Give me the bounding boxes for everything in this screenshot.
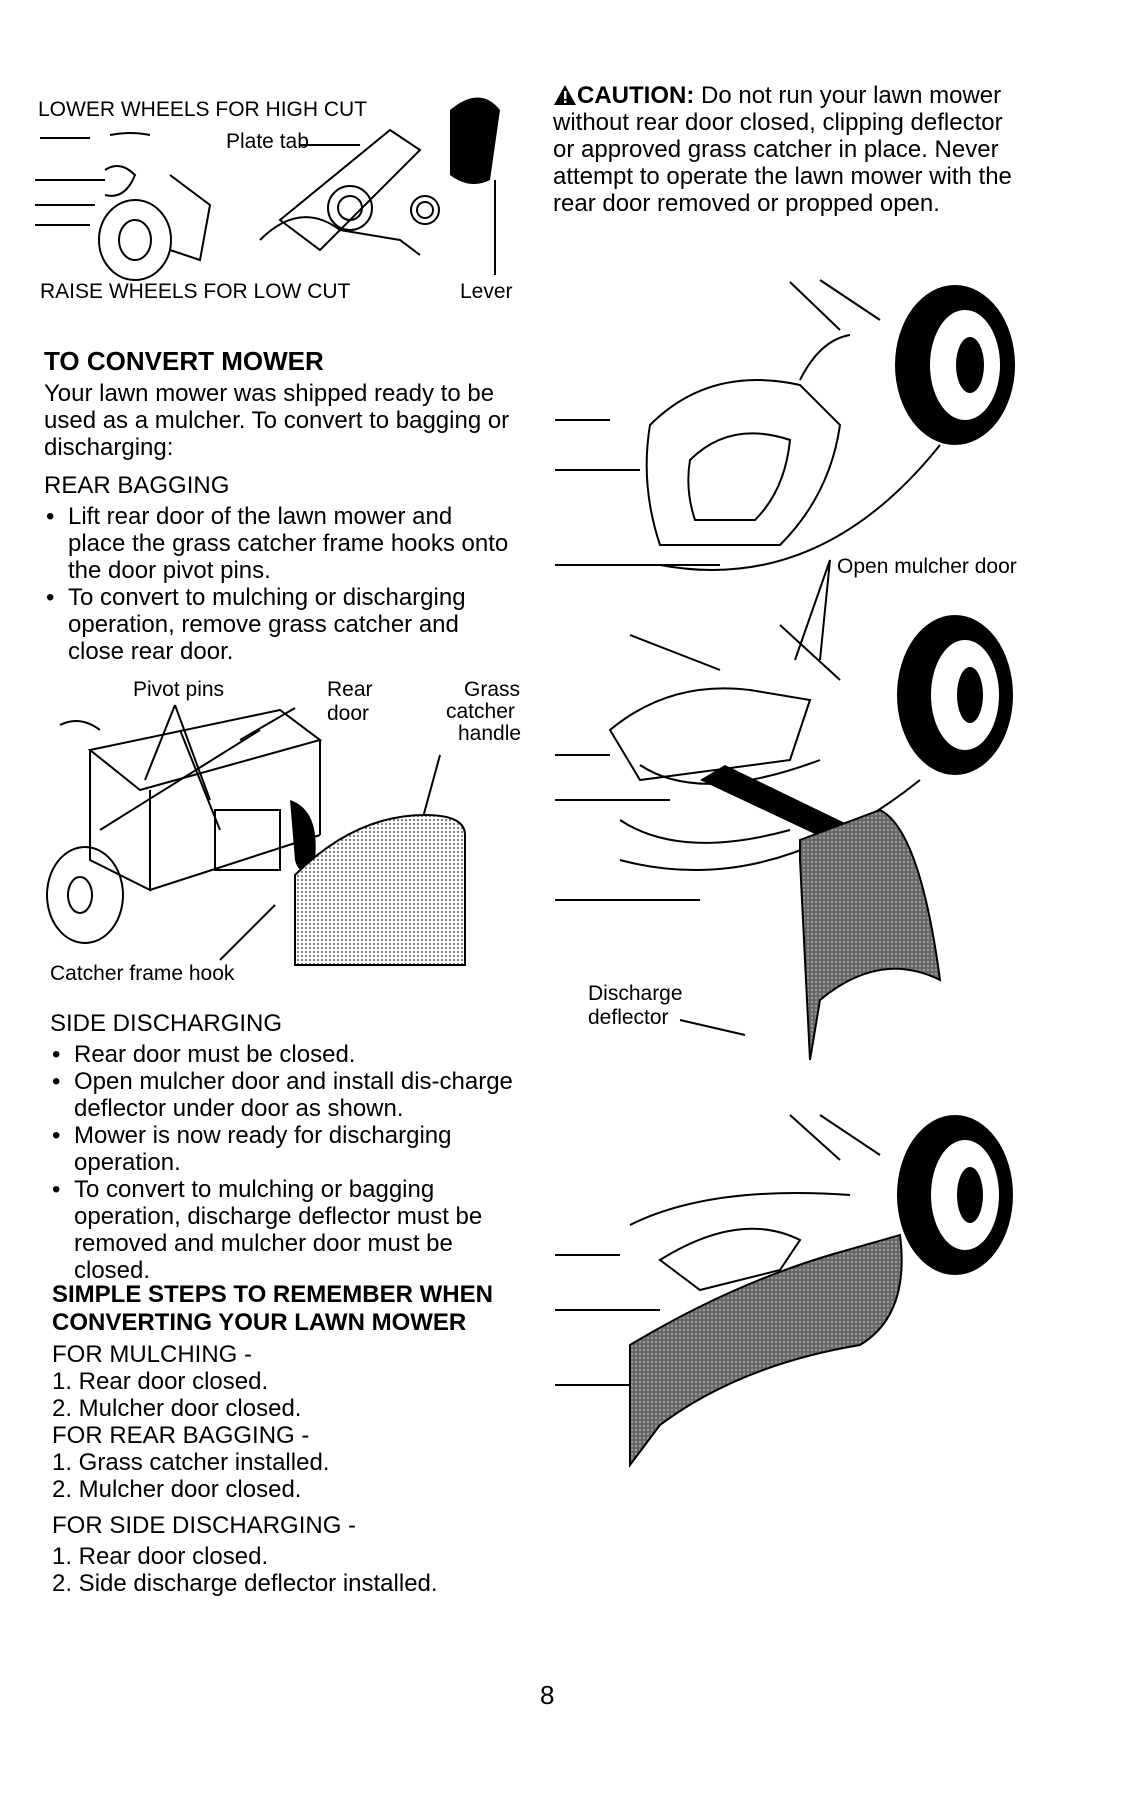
label-raise-wheels: RAISE WHEELS FOR LOW CUT — [40, 280, 351, 303]
rear-bagging-illustration — [46, 704, 466, 966]
caution-block: CAUTION: Do not run your lawn mower with… — [553, 82, 1023, 217]
caution-text: Do not run your lawn mower without rear … — [553, 82, 1012, 217]
list-item: To convert to mulching or discharging op… — [44, 584, 514, 665]
label-discharge-2: deflector — [588, 1006, 669, 1029]
list-item: Lift rear door of the lawn mower and pla… — [44, 503, 514, 584]
list-item: Open mulcher door and install dis-charge… — [50, 1068, 525, 1122]
label-open-mulcher-door: Open mulcher door — [837, 555, 1017, 578]
convert-title: TO CONVERT MOWER — [44, 346, 324, 376]
page-number: 8 — [540, 1680, 555, 1710]
label-catcher-frame-hook: Catcher frame hook — [50, 962, 235, 985]
label-lever: Lever — [460, 280, 513, 303]
bagging-title: FOR REAR BAGGING - — [52, 1422, 310, 1449]
mulcher-door-illustrations — [555, 279, 1015, 1468]
caution-title: CAUTION: — [577, 82, 695, 109]
steps-title-1: SIMPLE STEPS TO REMEMBER WHEN — [52, 1281, 493, 1308]
discharge-step-2: 2. Side discharge deflector installed. — [52, 1570, 438, 1597]
label-grass-catcher-1: Grass — [464, 678, 521, 701]
bagging-step-2: 2. Mulcher door closed. — [52, 1476, 302, 1503]
rear-bagging-list: Lift rear door of the lawn mower and pla… — [44, 503, 514, 665]
label-discharge-1: Discharge — [588, 982, 683, 1005]
list-item: To convert to mulching or bagging operat… — [50, 1176, 525, 1284]
label-lower-wheels: LOWER WHEELS FOR HIGH CUT — [38, 98, 368, 121]
convert-intro: Your lawn mower was shipped ready to be … — [44, 380, 510, 461]
steps-title-2: CONVERTING YOUR LAWN MOWER — [52, 1309, 467, 1336]
mulching-title: FOR MULCHING - — [52, 1341, 252, 1368]
mulching-step-1: 1. Rear door closed. — [52, 1368, 269, 1395]
label-grass-catcher-2: catcher — [446, 700, 515, 723]
warning-triangle-icon — [554, 85, 576, 105]
label-pivot-pins: Pivot pins — [133, 678, 225, 701]
label-rear-door-2: door — [327, 702, 370, 725]
wheel-height-illustration — [35, 97, 500, 281]
label-plate-tab: Plate tab — [226, 130, 309, 153]
label-rear-door-1: Rear — [327, 678, 373, 701]
rear-bagging-title: REAR BAGGING — [44, 472, 230, 499]
side-discharging-list: Rear door must be closed. Open mulcher d… — [50, 1041, 525, 1284]
label-grass-catcher-3: handle — [458, 722, 522, 745]
mulching-step-2: 2. Mulcher door closed. — [52, 1395, 302, 1422]
discharge-title: FOR SIDE DISCHARGING - — [52, 1512, 357, 1539]
bagging-step-1: 1. Grass catcher installed. — [52, 1449, 330, 1476]
list-item: Mower is now ready for discharging opera… — [50, 1122, 525, 1176]
side-discharging-title: SIDE DISCHARGING — [50, 1010, 283, 1037]
discharge-step-1: 1. Rear door closed. — [52, 1543, 269, 1570]
list-item: Rear door must be closed. — [50, 1041, 525, 1068]
